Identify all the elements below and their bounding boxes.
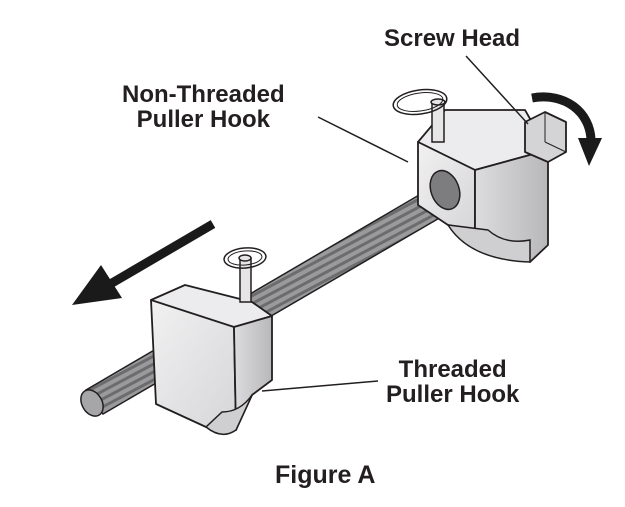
leader-threaded [261, 380, 379, 392]
threaded-puller-hook-label: Threaded Puller Hook [386, 356, 520, 409]
threaded-puller-hook [150, 247, 273, 436]
non-threaded-puller-hook [392, 88, 549, 263]
screw-head [524, 111, 567, 163]
leader-screw-head [465, 55, 529, 125]
leader-non-threaded [317, 116, 409, 163]
curved-arrow-clockwise-icon [531, 92, 602, 166]
non-threaded-puller-hook-label: Non-Threaded Puller Hook [122, 81, 285, 134]
arrow-left-down-icon [72, 220, 216, 305]
figure-caption: Figure A [275, 461, 376, 489]
leader-lines [261, 55, 529, 392]
screw-head-label: Screw Head [384, 25, 521, 52]
